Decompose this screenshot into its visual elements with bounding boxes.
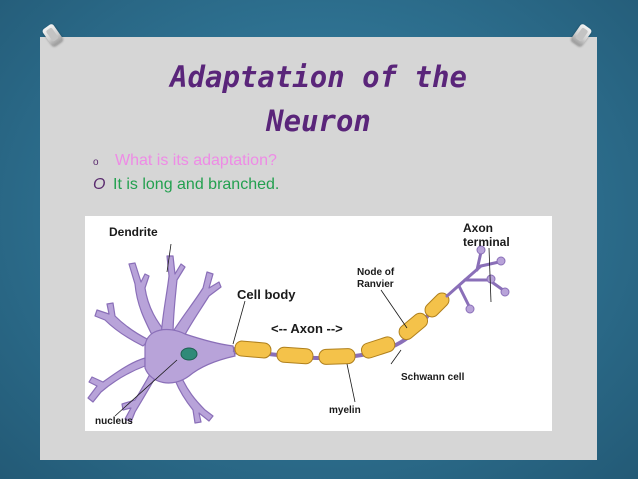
label-node-line1: Node of xyxy=(357,267,395,278)
title-line-1: Adaptation of the xyxy=(170,60,467,94)
label-myelin: myelin xyxy=(329,405,361,416)
label-cell-body: Cell body xyxy=(237,287,296,302)
label-schwann-cell: Schwann cell xyxy=(401,372,465,383)
bullet-list: o What is its adaptation? O It is long a… xyxy=(93,150,279,196)
slide-title: Adaptation of the Neuron xyxy=(40,55,597,143)
bullet-item: O It is long and branched. xyxy=(93,174,279,196)
label-axon-terminal-line2: terminal xyxy=(463,235,510,249)
bullet-text: It is long and branched. xyxy=(113,174,279,196)
bullet-item: o What is its adaptation? xyxy=(93,150,279,174)
neuron-diagram: Dendrite Axon terminal Node of Ranvier C… xyxy=(85,216,552,431)
bullet-marker-icon: O xyxy=(93,174,113,196)
label-nucleus: nucleus xyxy=(95,416,133,427)
label-axon-terminal-line1: Axon xyxy=(463,221,493,235)
label-dendrite: Dendrite xyxy=(109,225,158,239)
bullet-text: What is its adaptation? xyxy=(115,150,277,172)
label-axon: <-- Axon --> xyxy=(271,321,343,336)
neuron-illustration: Dendrite Axon terminal Node of Ranvier C… xyxy=(85,216,552,431)
label-node-line2: Ranvier xyxy=(357,279,394,290)
bullet-marker-icon: o xyxy=(93,152,115,174)
nucleus-shape xyxy=(181,348,197,360)
title-line-2: Neuron xyxy=(266,104,371,138)
